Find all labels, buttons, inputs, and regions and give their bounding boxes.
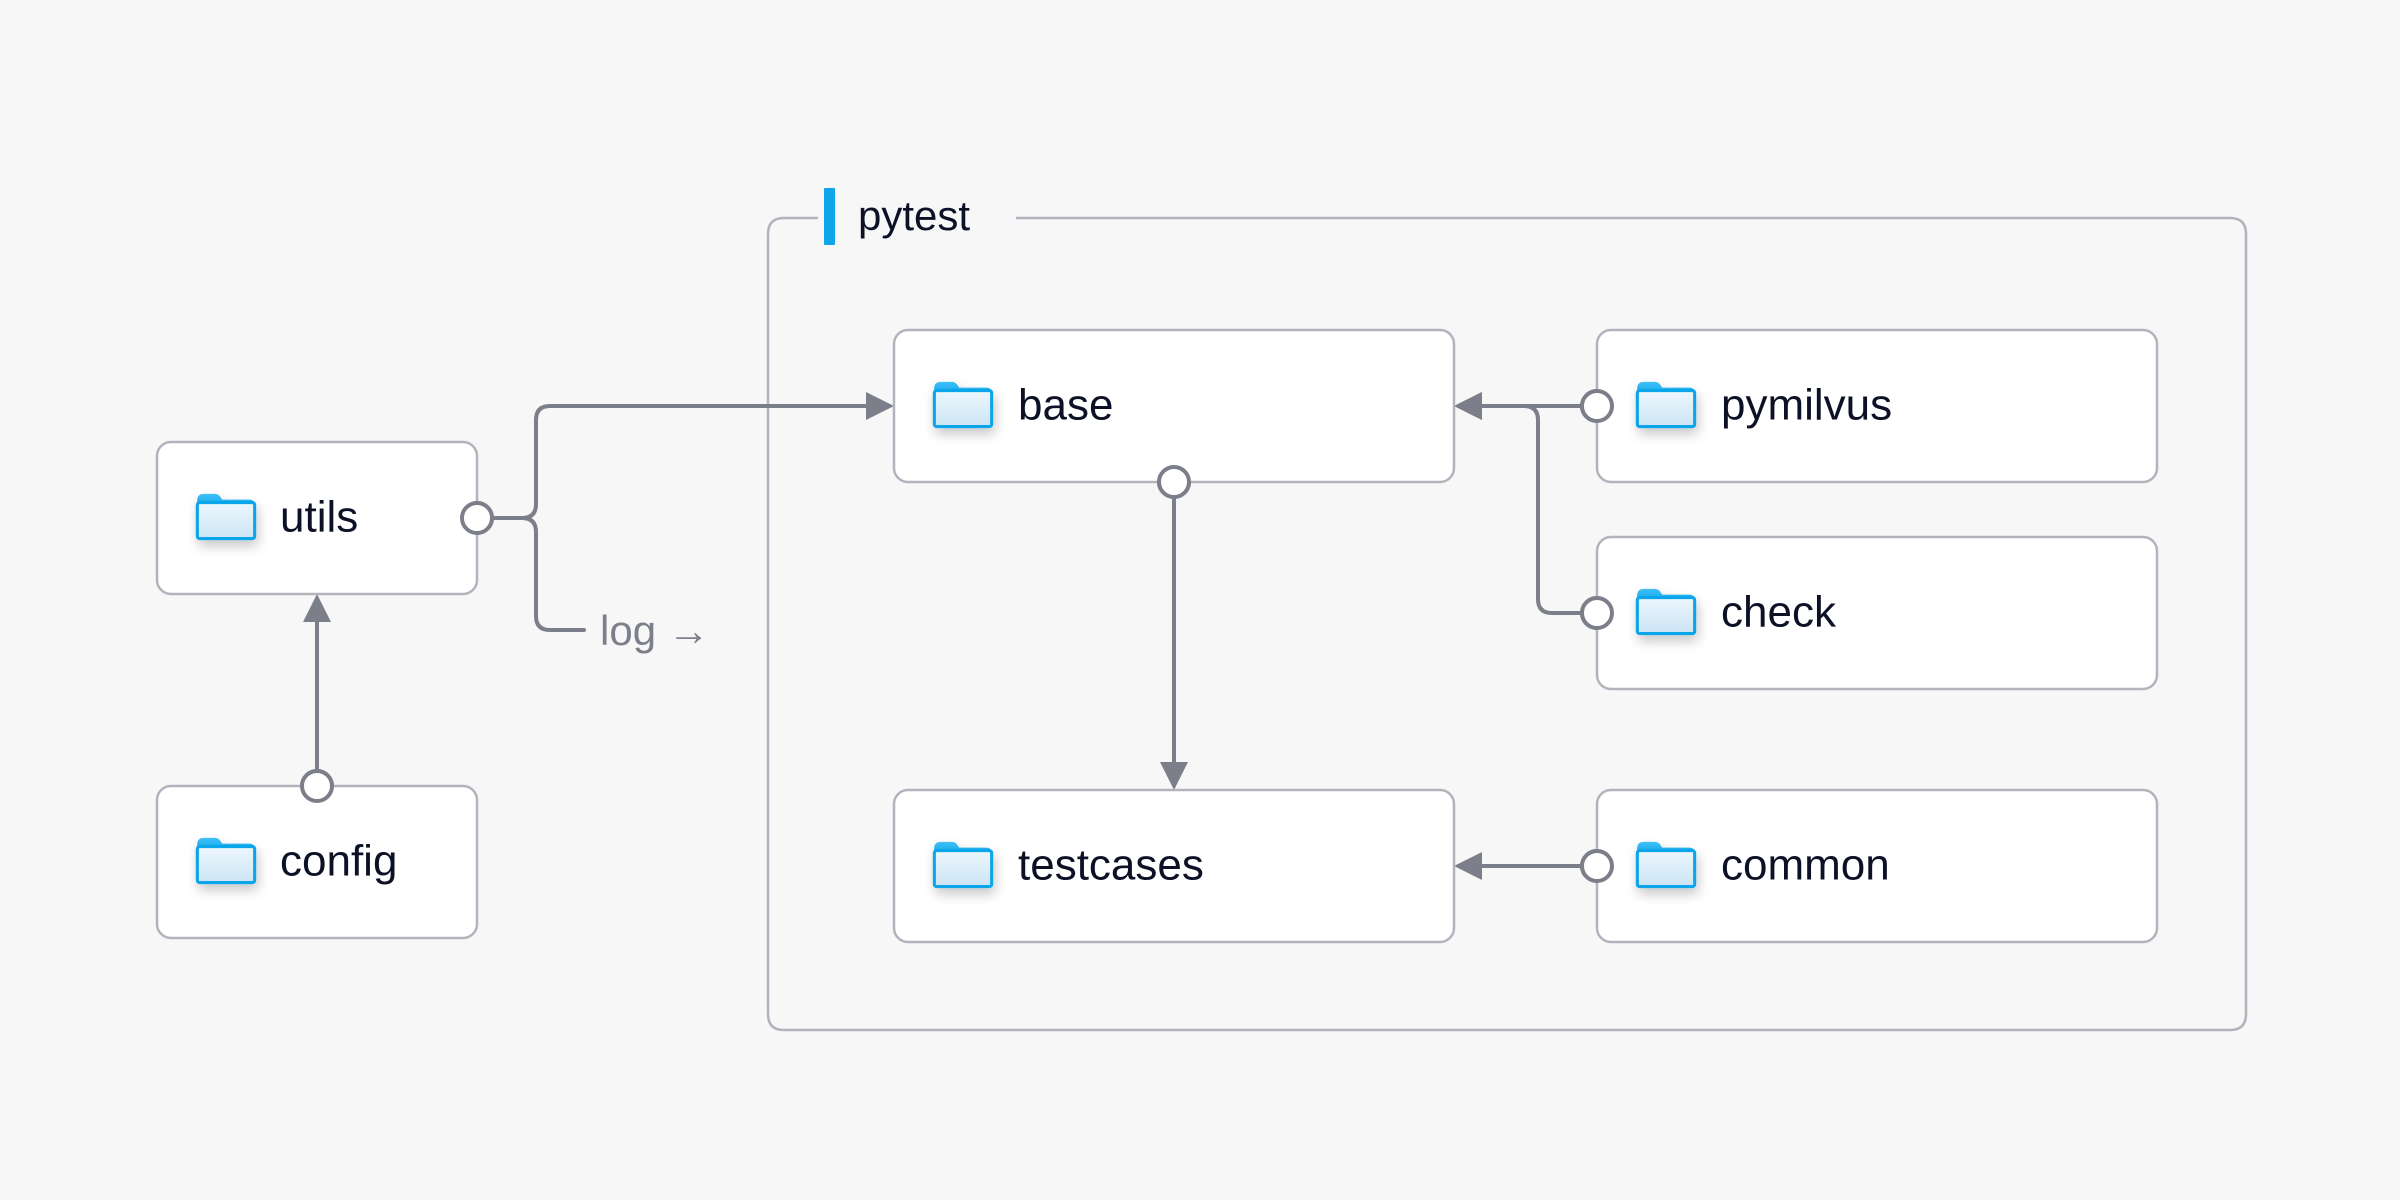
edge-source-dot-common-top[interactable] <box>1580 849 1614 883</box>
edge-utils-to-log-path <box>490 516 586 632</box>
node-config[interactable]: config <box>155 784 479 940</box>
edge-utils-to-base-path <box>490 404 872 520</box>
edge-utils-to-log[interactable]: log → <box>490 516 710 654</box>
node-testcases-box <box>892 788 1456 944</box>
edge-dot-overlay <box>300 389 1614 883</box>
edge-source-dot-base-top[interactable] <box>1157 465 1191 499</box>
edge-check-to-base-path <box>1476 404 1584 615</box>
node-utils-label: utils <box>280 493 358 542</box>
edge-utils-to-base-arrowhead <box>866 392 894 420</box>
folder-icon <box>1635 840 1697 889</box>
folder-icon <box>932 380 994 429</box>
pytest-group-label: pytest <box>858 192 970 239</box>
node-check[interactable]: check <box>1595 535 2159 691</box>
folder-icon <box>195 492 257 541</box>
node-testcases[interactable]: testcases <box>892 788 1456 944</box>
node-check-label: check <box>1721 588 1837 637</box>
edge-base-to-testcases[interactable] <box>1157 465 1191 790</box>
node-common[interactable]: common <box>1595 788 2159 944</box>
edge-check-to-base-arrowhead <box>1454 392 1482 420</box>
pytest-group: pytest <box>766 188 2248 1032</box>
node-base[interactable]: base <box>892 328 1456 484</box>
edge-source-dot-pymilvus-top[interactable] <box>1580 389 1614 423</box>
edge-utils-to-base[interactable] <box>490 392 894 520</box>
node-config-label: config <box>280 837 397 886</box>
edge-check-to-base[interactable] <box>1454 392 1584 615</box>
edge-base-to-testcases-arrowhead <box>1160 762 1188 790</box>
folder-icon <box>1635 587 1697 636</box>
node-pymilvus-label: pymilvus <box>1721 381 1892 430</box>
node-utils[interactable]: utils <box>155 440 479 596</box>
edge-common-to-testcases-arrowhead <box>1454 852 1482 880</box>
node-base-label: base <box>1018 381 1113 430</box>
pytest-group-border <box>766 216 2248 1032</box>
edge-config-to-utils-arrowhead <box>303 594 331 622</box>
node-testcases-label: testcases <box>1018 841 1204 890</box>
folder-icon <box>1635 380 1697 429</box>
folder-icon <box>195 836 257 885</box>
pytest-accent-bar <box>824 188 835 245</box>
edge-source-dot-check-top[interactable] <box>1580 596 1614 630</box>
node-common-label: common <box>1721 841 1890 890</box>
node-pymilvus[interactable]: pymilvus <box>1595 328 2159 484</box>
folder-icon <box>932 840 994 889</box>
edge-source-dot-utils-top[interactable] <box>460 501 494 535</box>
edge-source-dot-config-top[interactable] <box>300 769 334 803</box>
edge-log-label: log → <box>600 607 710 654</box>
